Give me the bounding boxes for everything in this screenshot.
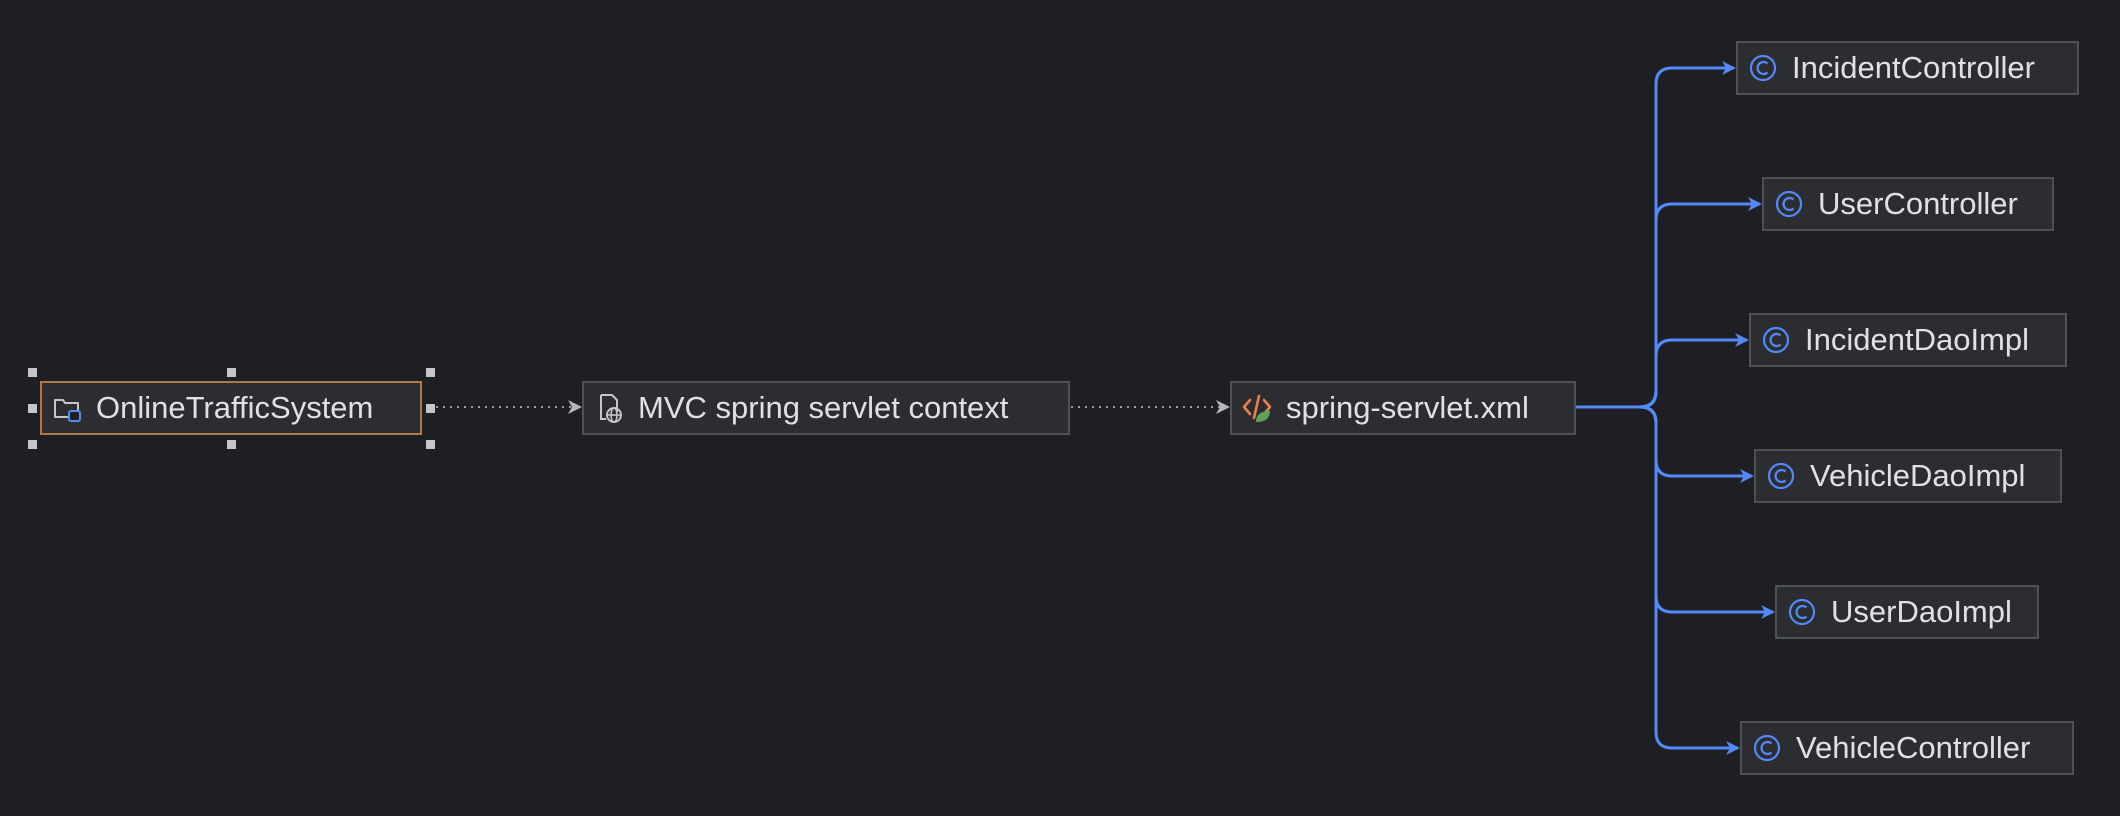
class-icon [1785, 595, 1819, 629]
resize-handle-bottom-left[interactable] [28, 440, 37, 449]
node-mvc-context[interactable]: MVC spring servlet context [582, 381, 1070, 435]
edge-spring-servlet-xml-to-incident-dao-impl[interactable] [1576, 333, 1749, 409]
node-label: OnlineTrafficSystem [96, 390, 374, 425]
module-folder-icon [50, 391, 84, 425]
resize-handle-top-right[interactable] [426, 368, 435, 377]
class-icon [1750, 731, 1784, 765]
class-icon [1759, 323, 1793, 357]
resize-handle-bottom-right[interactable] [426, 440, 435, 449]
edge-spring-servlet-xml-to-user-dao-impl[interactable] [1576, 405, 1775, 619]
node-label: VehicleController [1796, 730, 2031, 765]
node-spring-servlet-xml[interactable]: spring-servlet.xml [1230, 381, 1576, 435]
spring-xml-icon [1240, 391, 1274, 425]
node-user-controller[interactable]: UserController [1762, 177, 2054, 231]
resize-handle-middle-right[interactable] [426, 404, 435, 413]
node-incident-dao-impl[interactable]: IncidentDaoImpl [1749, 313, 2067, 367]
node-label: spring-servlet.xml [1286, 390, 1529, 425]
class-icon [1772, 187, 1806, 221]
resize-handle-top-left[interactable] [28, 368, 37, 377]
node-online-traffic-system[interactable]: OnlineTrafficSystem [40, 381, 422, 435]
class-icon [1746, 51, 1780, 85]
node-vehicle-dao-impl[interactable]: VehicleDaoImpl [1754, 449, 2062, 503]
resize-handle-top-center[interactable] [227, 368, 236, 377]
node-label: IncidentController [1792, 50, 2035, 85]
class-icon [1764, 459, 1798, 493]
edge-spring-servlet-xml-to-vehicle-controller[interactable] [1576, 405, 1740, 755]
resize-handle-bottom-center[interactable] [227, 440, 236, 449]
node-user-dao-impl[interactable]: UserDaoImpl [1775, 585, 2039, 639]
node-vehicle-controller[interactable]: VehicleController [1740, 721, 2074, 775]
node-label: UserDaoImpl [1831, 594, 2012, 629]
node-label: IncidentDaoImpl [1805, 322, 2030, 357]
edge-spring-servlet-xml-to-vehicle-dao-impl[interactable] [1576, 405, 1754, 483]
node-label: UserController [1818, 186, 2018, 221]
node-label: MVC spring servlet context [638, 390, 1009, 425]
web-context-icon [592, 391, 626, 425]
node-incident-controller[interactable]: IncidentController [1736, 41, 2079, 95]
resize-handle-middle-left[interactable] [28, 404, 37, 413]
node-label: VehicleDaoImpl [1810, 458, 2026, 493]
edge-spring-servlet-xml-to-user-controller[interactable] [1576, 197, 1762, 409]
